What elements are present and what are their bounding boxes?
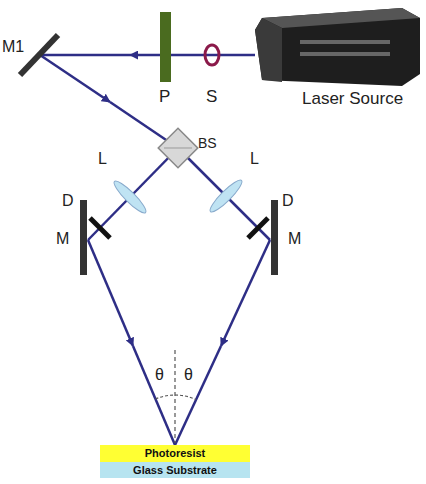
polarizer-label: P — [159, 88, 170, 107]
photoresist-layer: Photoresist — [100, 445, 250, 462]
laser-beam — [40, 55, 270, 445]
shutter-label: S — [206, 88, 217, 107]
diaphragm-label: D — [282, 192, 294, 210]
diaphragm-label: D — [62, 192, 74, 210]
diaphragm — [90, 218, 110, 238]
mirror — [20, 35, 58, 75]
diaphragm — [248, 218, 268, 238]
angle-arc — [156, 395, 197, 400]
source-label: Laser Source — [302, 90, 403, 109]
mirror-label: M — [288, 230, 301, 248]
lens — [207, 177, 245, 215]
mirror-label: M1 — [2, 38, 24, 56]
polarizer — [160, 12, 171, 82]
beam-splitter-label: BS — [198, 136, 217, 151]
lens-label: L — [250, 150, 259, 168]
lens-label: L — [98, 150, 107, 168]
mirror — [271, 200, 278, 275]
laser-source — [255, 8, 420, 86]
beam-splitter — [158, 128, 198, 168]
lens — [111, 178, 149, 216]
normal-line — [174, 350, 175, 443]
shutter — [205, 45, 219, 65]
angle-label: θ — [184, 366, 193, 384]
glass-substrate: Glass Substrate — [100, 462, 250, 478]
mirror-label: M — [56, 230, 69, 248]
layer-label: Photoresist — [145, 448, 206, 459]
layer-label: Glass Substrate — [133, 465, 217, 476]
mirror — [80, 200, 87, 275]
angle-label: θ — [155, 366, 164, 384]
